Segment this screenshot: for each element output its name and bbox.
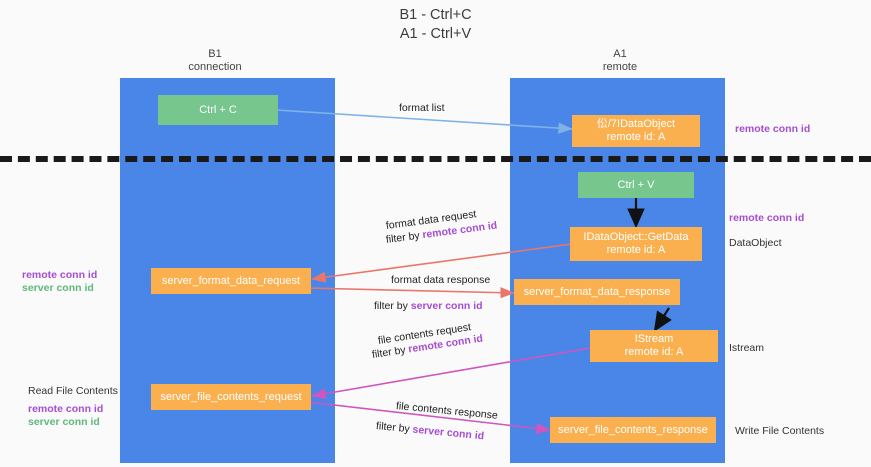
diagram-title: B1 - Ctrl+C A1 - Ctrl+V <box>399 7 472 42</box>
edge-label-file-contents-response: file contents response <box>395 400 499 422</box>
annotation-remote-conn-id-top: remote conn id <box>735 123 811 135</box>
annotation-read-file-contents: Read File Contents <box>28 385 118 397</box>
annotation-write-file-contents: Write File Contents <box>735 425 825 437</box>
filter-prefix: filter by <box>375 420 414 436</box>
column-header-a1: A1 remote <box>602 48 638 73</box>
annotation-remote-conn-id-mid: remote conn id <box>729 212 805 224</box>
annotation-left-remote-conn-id: remote conn id <box>22 269 98 281</box>
node-server-file-contents-request[interactable]: server_file_contents_request <box>151 384 311 410</box>
node-data-object-remote[interactable]: 伀/7IDataObject remote id: A <box>572 115 700 147</box>
annotation-left-remote-conn-id-2: remote conn id <box>28 403 104 415</box>
filter-key-server-conn-id: server conn id <box>410 300 483 312</box>
annotation-data-object: DataObject <box>729 237 782 249</box>
node-server-file-contents-response[interactable]: server_file_contents_response <box>550 417 716 443</box>
edge-label-format-data-response-filter: filter by server conn id <box>374 299 483 313</box>
horizontal-divider <box>0 156 871 162</box>
edge-label-format-data-response: format data response <box>391 274 491 286</box>
node-server-format-data-request[interactable]: server_format_data_request <box>151 268 311 294</box>
filter-key-server-conn-id: server conn id <box>412 423 485 443</box>
filter-prefix: filter by <box>385 229 424 246</box>
node-idataobject-getdata[interactable]: IDataObject::GetData remote id: A <box>570 227 702 261</box>
node-ctrl-c[interactable]: Ctrl + C <box>158 95 278 125</box>
column-header-b1: B1 connection <box>188 48 242 73</box>
filter-prefix: filter by <box>371 343 410 361</box>
edge-label-format-list: format list <box>399 102 445 114</box>
filter-prefix: filter by <box>374 300 411 312</box>
annotation-left-server-conn-id: server conn id <box>22 282 94 294</box>
annotation-istream: Istream <box>729 342 765 354</box>
node-istream[interactable]: IStream remote id: A <box>590 330 718 362</box>
edge-label-file-contents-response-filter: filter by server conn id <box>375 419 484 443</box>
node-server-format-data-response[interactable]: server_format_data_response <box>514 279 680 305</box>
node-ctrl-v[interactable]: Ctrl + V <box>578 172 694 198</box>
annotation-left-server-conn-id-2: server conn id <box>28 416 100 428</box>
